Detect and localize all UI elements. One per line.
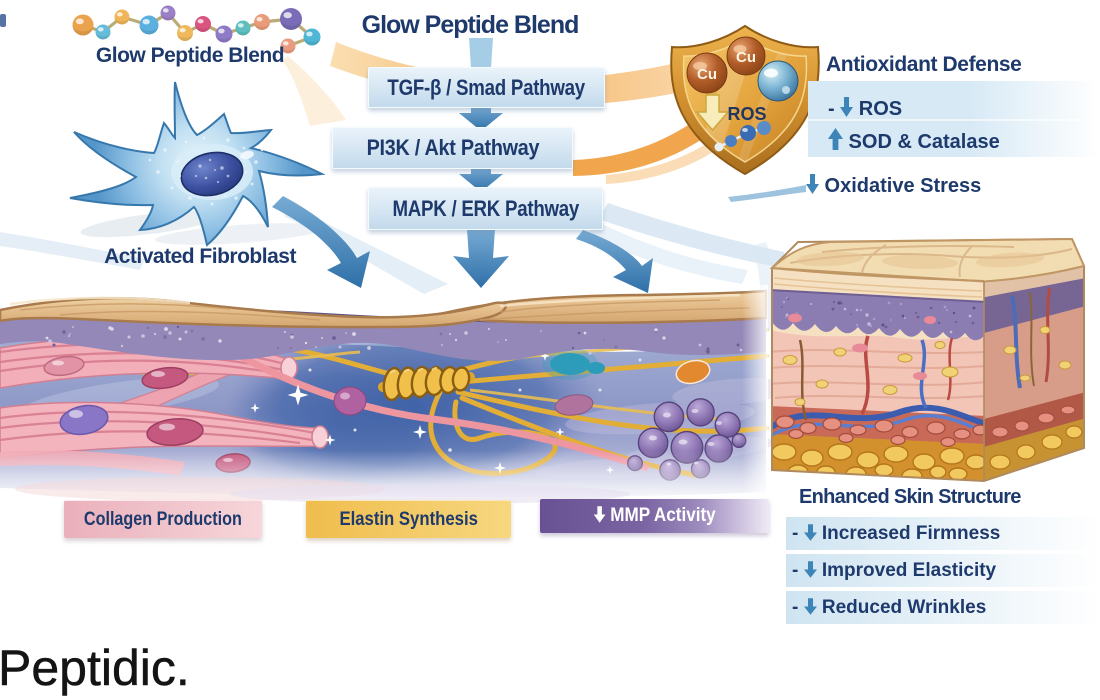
svg-text:ROS: ROS [727, 104, 766, 124]
svg-text:Cu: Cu [697, 66, 717, 83]
svg-text:Cu: Cu [736, 49, 756, 66]
